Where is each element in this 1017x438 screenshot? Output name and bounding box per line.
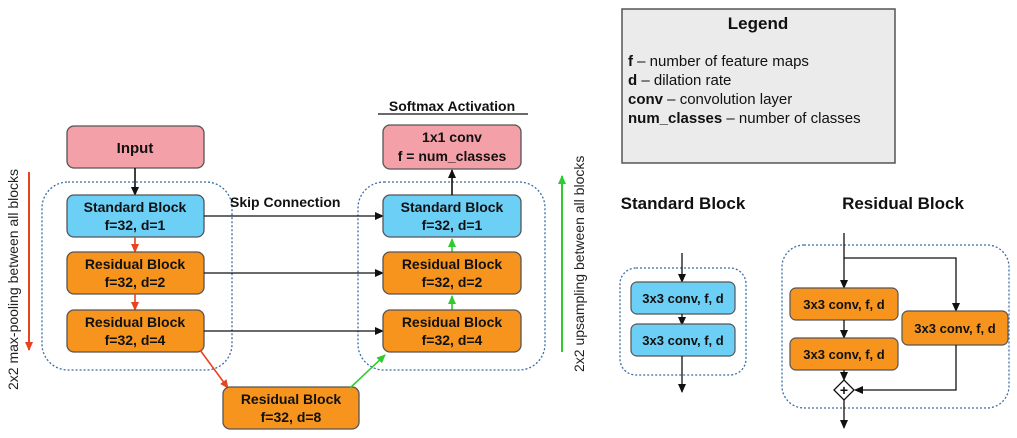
upsample-label: 2x2 upsampling between all blocks (571, 156, 587, 372)
softmax-label: Softmax Activation (389, 98, 515, 114)
residual-detail-title: Residual Block (842, 194, 964, 213)
block-name: Residual Block (241, 391, 342, 407)
block-params: f=32, d=1 (422, 217, 483, 233)
standard-block-detail: Standard Block 3x3 conv, f, d 3x3 conv, … (619, 194, 747, 393)
bottleneck-block: Residual Block f=32, d=8 (222, 386, 360, 430)
legend-item-f: f – number of feature maps (628, 53, 809, 70)
residual-detail-group (781, 244, 1010, 409)
standard-detail-group (619, 267, 747, 376)
legend-box (621, 8, 896, 164)
output-block: 1x1 conv f = num_classes (382, 124, 522, 170)
legend-title: Legend (728, 14, 788, 33)
upsample-arrow-bottleneck (349, 354, 386, 389)
standard-conv-2: 3x3 conv, f, d (642, 333, 723, 348)
output-line-1: 1x1 conv (422, 129, 482, 145)
decoder-block-3: Residual Block f=32, d=4 (382, 309, 522, 353)
encoder-block-3: Residual Block f=32, d=4 (66, 309, 205, 353)
input-label: Input (117, 140, 154, 157)
block-params: f=32, d=2 (422, 274, 483, 290)
residual-shortcut-conv: 3x3 conv, f, d (914, 321, 995, 336)
residual-shortcut-return (854, 345, 957, 394)
block-params: f=32, d=4 (105, 332, 166, 348)
block-name: Residual Block (85, 314, 186, 330)
residual-conv-1: 3x3 conv, f, d (803, 297, 884, 312)
block-name: Residual Block (402, 314, 503, 330)
legend: Legend f – number of feature maps d – di… (621, 8, 896, 164)
input-block: Input (66, 125, 205, 169)
residual-shortcut-branch (844, 257, 960, 312)
legend-item-num-classes: num_classes – number of classes (628, 110, 861, 127)
legend-item-conv: conv – convolution layer (628, 91, 792, 108)
pool-arrow-3 (199, 349, 229, 389)
decoder-block-1: Standard Block f=32, d=1 (382, 194, 522, 238)
encoder-group (41, 181, 233, 371)
legend-item-d: d – dilation rate (628, 72, 731, 89)
skip-connection-label: Skip Connection (230, 194, 340, 210)
output-line-2: f = num_classes (398, 148, 507, 164)
standard-conv-1: 3x3 conv, f, d (642, 291, 723, 306)
residual-conv-2: 3x3 conv, f, d (803, 347, 884, 362)
block-name: Residual Block (402, 256, 503, 272)
block-name: Standard Block (401, 199, 504, 215)
decoder-block-2: Residual Block f=32, d=2 (382, 251, 522, 295)
block-name: Standard Block (84, 199, 187, 215)
block-params: f=32, d=8 (261, 409, 322, 425)
block-params: f=32, d=2 (105, 274, 166, 290)
encoder-block-2: Residual Block f=32, d=2 (66, 251, 205, 295)
add-symbol: + (840, 382, 848, 398)
block-params: f=32, d=4 (422, 332, 483, 348)
standard-detail-title: Standard Block (621, 194, 746, 213)
block-name: Residual Block (85, 256, 186, 272)
block-params: f=32, d=1 (105, 217, 166, 233)
residual-block-detail: Residual Block 3x3 conv, f, d 3x3 conv, … (781, 194, 1010, 429)
maxpool-label: 2x2 max-pooling between all blocks (5, 169, 21, 390)
encoder-block-1: Standard Block f=32, d=1 (66, 194, 205, 238)
